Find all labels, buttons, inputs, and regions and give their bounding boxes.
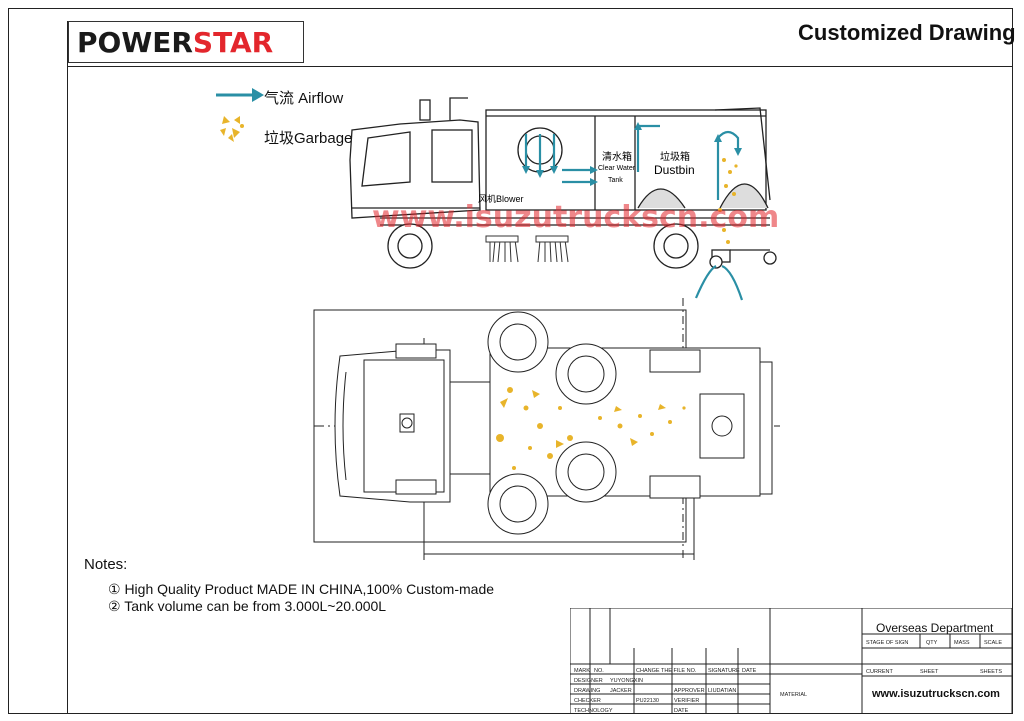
top-view-truck <box>313 298 780 560</box>
dustbin-en-label: Dustbin <box>654 163 695 177</box>
tb-sheets: SHEETS <box>980 669 1002 675</box>
brand-logo-box: POWERSTAR <box>68 21 304 63</box>
tb-material: MATERIAL <box>780 692 807 698</box>
tb-checker: CHECKER <box>574 698 601 704</box>
tb-designer: DESIGNER <box>574 678 603 684</box>
tb-h-mark: MARK <box>574 668 590 674</box>
airflow-arrow-icon <box>216 88 264 102</box>
dustbin-cn-label: 垃圾箱 <box>660 150 690 163</box>
tb-h-signature: SIGNATURE <box>708 668 740 674</box>
legend-garbage-label: 垃圾Garbage <box>264 130 353 147</box>
outer-frame <box>8 8 1013 714</box>
tb-mass: MASS <box>954 640 970 646</box>
brand-logo-part1: POWER <box>77 26 193 59</box>
page-title: Customized Drawing <box>798 20 1016 45</box>
tb-current: CURRENT <box>866 669 894 675</box>
tb-date: DATE <box>674 708 689 714</box>
frame-divider-vertical <box>67 21 68 713</box>
tb-scale: SCALE <box>984 640 1002 646</box>
tb-verifier: VERIFIER <box>674 698 699 704</box>
watermark-text: www.isuzutruckscn.com <box>372 200 780 235</box>
legend-airflow-label: 气流 Airflow <box>264 90 344 107</box>
tb-approver-name: LIUDATIAN <box>708 688 736 694</box>
department-label: Overseas Department <box>876 621 994 635</box>
frame-divider-horizontal <box>67 66 1012 67</box>
cab-outline <box>349 119 481 219</box>
note-item-1: ① High Quality Product MADE IN CHINA,100… <box>108 581 495 597</box>
tb-sheet: SHEET <box>920 669 939 675</box>
clear-water-cn-label: 清水箱 <box>602 150 632 163</box>
brand-logo-part2: STAR <box>192 26 274 59</box>
website-label: www.isuzutruckscn.com <box>872 688 1000 700</box>
tb-stage-of-sign: STAGE OF SIGN <box>866 640 908 646</box>
brand-logo: POWERSTAR <box>77 26 273 60</box>
tb-technology: TECHNOLOGY <box>574 708 613 714</box>
title-block: MARK NO. CHANGE THE FILE NO. SIGNATURE D… <box>570 608 1012 714</box>
tb-h-change: CHANGE THE FILE NO. <box>636 668 697 674</box>
blower-label: 风机Blower <box>478 193 524 204</box>
tank-label: Tank <box>608 177 623 184</box>
tb-drawing-name: JACKER <box>610 688 632 694</box>
brush-icons <box>487 311 617 535</box>
note-item-2: ② Tank volume can be from 3.000L~20.000L <box>108 598 387 614</box>
tb-h-date: DATE <box>742 668 757 674</box>
notes-heading: Notes: <box>84 556 128 573</box>
tb-drawing: DRAWING <box>574 688 600 694</box>
legend-icons <box>216 88 264 142</box>
side-view-truck: 风机Blower 清水箱 Clear Water Tank 垃圾箱 Dustbi… <box>349 97 777 301</box>
garbage-icon <box>220 116 244 142</box>
tb-checker-code: PU22130 <box>636 698 659 704</box>
tb-approver: APPROVER <box>674 688 705 694</box>
tb-h-no: NO. <box>594 668 604 674</box>
tb-qty: QTY <box>926 640 938 646</box>
clear-water-en-label: Clear Water <box>598 165 636 172</box>
tb-designer-name: YUYONGXIN <box>610 678 643 684</box>
